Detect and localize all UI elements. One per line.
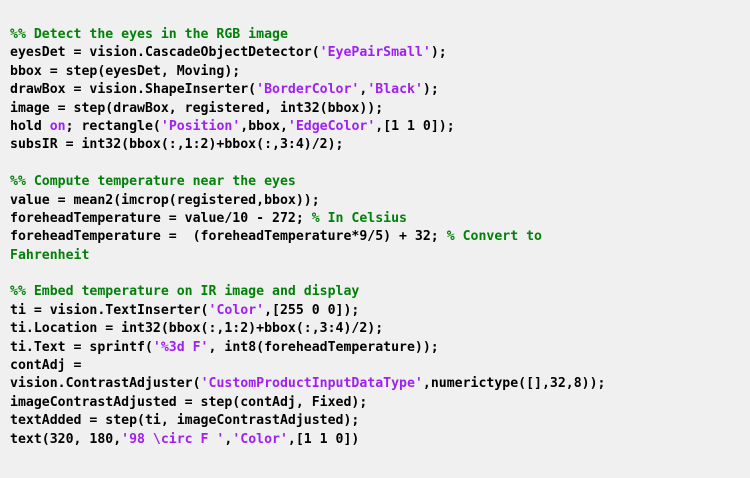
- code-token-plain: );: [422, 82, 439, 98]
- code-token-string: 'BorderColor': [256, 82, 360, 98]
- code-token-plain: ,: [224, 431, 233, 447]
- code-token-plain: image = step(drawBox, registered, int32(…: [10, 100, 384, 116]
- code-token-plain: vision.ContrastAdjuster(: [10, 376, 201, 392]
- code-line[interactable]: image = step(drawBox, registered, int32(…: [10, 100, 750, 118]
- code-token-plain: ti.Location = int32(bbox(:,1:2)+bbox(:,3…: [10, 321, 384, 337]
- code-line[interactable]: subsIR = int32(bbox(:,1:2)+bbox(:,3:4)/2…: [10, 136, 750, 154]
- code-token-plain: ti = vision.TextInserter(: [10, 302, 209, 318]
- code-token-comment: %% Detect the eyes in the RGB image: [10, 27, 288, 42]
- code-token-plain: textAdded = step(ti, imageContrastAdjust…: [10, 413, 360, 429]
- code-token-plain: ,[255 0 0]);: [264, 302, 360, 318]
- code-token-string: '%3d F': [152, 339, 209, 355]
- code-line[interactable]: ti.Location = int32(bbox(:,1:2)+bbox(:,3…: [10, 320, 750, 338]
- code-token-comment: %% Embed temperature on IR image and dis…: [10, 284, 360, 300]
- code-token-plain: ,bbox,: [240, 118, 288, 134]
- code-line[interactable]: %% Detect the eyes in the RGB image: [10, 26, 750, 44]
- code-token-plain: contAdj =: [10, 358, 82, 374]
- code-token-plain: text(320, 180,: [10, 431, 122, 447]
- code-token-comment: %% Compute temperature near the eyes: [10, 174, 296, 190]
- code-token-plain: imageContrastAdjusted = step(contAdj, Fi…: [10, 394, 368, 410]
- code-token-string: 'CustomProductInputDataType': [200, 376, 423, 392]
- code-token-string: 'Black': [367, 82, 423, 98]
- code-token-plain: foreheadTemperature = (foreheadTemperatu…: [10, 229, 447, 245]
- code-token-plain: ,numerictype([],32,8));: [422, 376, 606, 392]
- code-token-string: 'EdgeColor': [287, 118, 376, 134]
- code-token-plain: value = mean2(imcrop(registered,bbox));: [10, 192, 320, 208]
- code-line[interactable]: imageContrastAdjusted = step(contAdj, Fi…: [10, 394, 750, 412]
- code-line[interactable]: contAdj =: [10, 357, 750, 375]
- code-token-plain: ,[1 1 0]): [287, 431, 360, 447]
- code-token-plain: );: [430, 45, 447, 61]
- code-token-string: 'EyePairSmall': [319, 45, 431, 61]
- code-line[interactable]: ti = vision.TextInserter('Color',[255 0 …: [10, 302, 750, 320]
- code-token-comment: Fahrenheit: [10, 247, 90, 263]
- code-token-plain: hold: [10, 118, 50, 134]
- code-line[interactable]: eyesDet = vision.CascadeObjectDetector('…: [10, 44, 750, 62]
- code-token-plain: ,[1 1 0]);: [375, 118, 455, 134]
- code-token-plain: , int8(foreheadTemperature));: [208, 339, 439, 355]
- code-line[interactable]: hold on; rectangle('Position',bbox,'Edge…: [10, 118, 750, 136]
- code-token-string: 'Color': [208, 302, 265, 318]
- code-line[interactable]: vision.ContrastAdjuster('CustomProductIn…: [10, 375, 750, 393]
- code-token-string: 'Color': [232, 431, 288, 447]
- code-token-plain: ti.Text = sprintf(: [10, 339, 153, 355]
- code-token-keyword: on: [49, 118, 66, 134]
- code-line[interactable]: textAdded = step(ti, imageContrastAdjust…: [10, 412, 750, 430]
- code-line[interactable]: [10, 155, 750, 173]
- code-line[interactable]: text(320, 180,'98 \circ F ','Color',[1 1…: [10, 431, 750, 449]
- code-line[interactable]: %% Compute temperature near the eyes: [10, 173, 750, 191]
- code-line[interactable]: [10, 265, 750, 283]
- code-token-plain: foreheadTemperature = value/10 - 272;: [10, 210, 312, 226]
- code-token-string: 'Position': [160, 118, 241, 134]
- code-token-comment: % Convert to: [446, 229, 542, 245]
- code-line[interactable]: Fahrenheit: [10, 247, 750, 265]
- code-token-plain: ,: [359, 82, 368, 98]
- code-line[interactable]: drawBox = vision.ShapeInserter('BorderCo…: [10, 81, 750, 99]
- code-line[interactable]: bbox = step(eyesDet, Moving);: [10, 63, 750, 81]
- code-token-string: '98 \circ F ': [121, 431, 225, 447]
- code-line[interactable]: value = mean2(imcrop(registered,bbox));: [10, 192, 750, 210]
- code-token-plain: drawBox = vision.ShapeInserter(: [10, 82, 257, 98]
- code-token-plain: bbox = step(eyesDet, Moving);: [10, 63, 241, 79]
- code-line[interactable]: foreheadTemperature = (foreheadTemperatu…: [10, 228, 750, 246]
- code-line[interactable]: foreheadTemperature = value/10 - 272; % …: [10, 210, 750, 228]
- code-token-plain: ; rectangle(: [65, 118, 161, 134]
- code-line[interactable]: ti.Text = sprintf('%3d F', int8(forehead…: [10, 339, 750, 357]
- code-token-comment: % In Celsius: [311, 210, 407, 226]
- code-token-plain: subsIR = int32(bbox(:,1:2)+bbox(:,3:4)/2…: [10, 137, 344, 153]
- code-line[interactable]: %% Embed temperature on IR image and dis…: [10, 283, 750, 301]
- code-token-plain: eyesDet = vision.CascadeObjectDetector(: [10, 45, 320, 61]
